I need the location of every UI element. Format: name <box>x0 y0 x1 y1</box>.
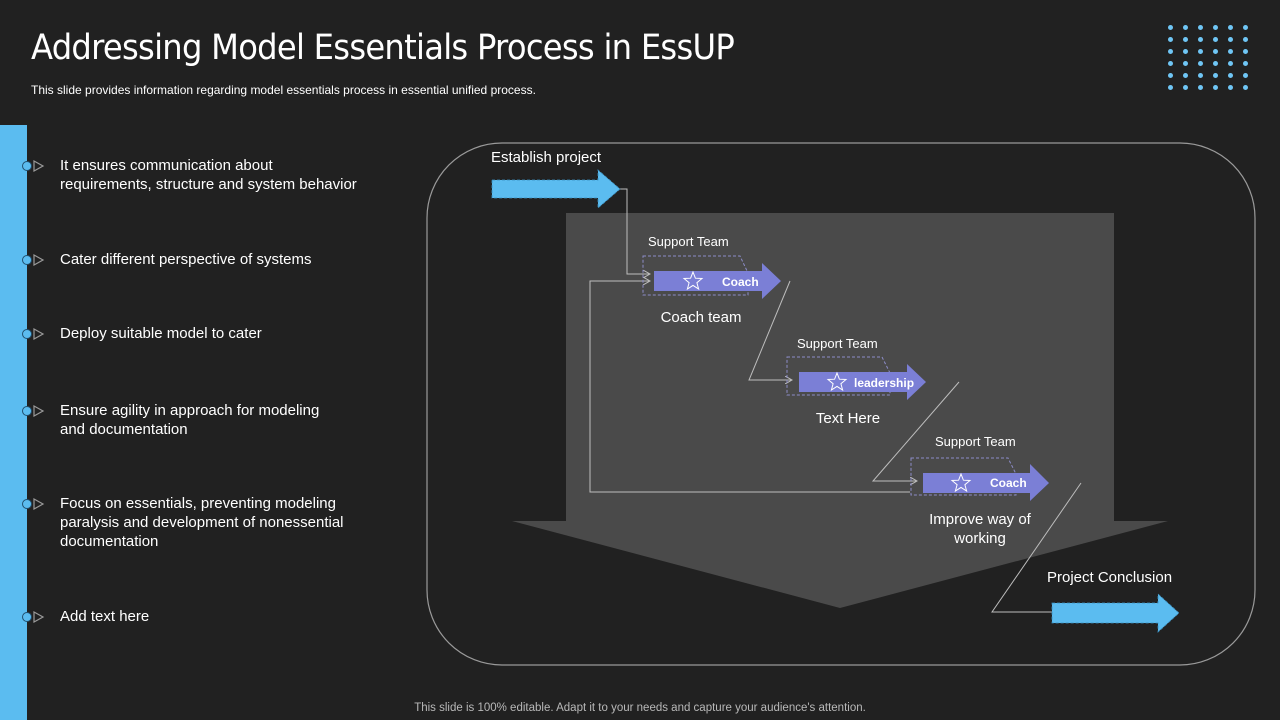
bullet-text: Focus on essentials, preventing modeling… <box>60 495 344 550</box>
step-team-label: Support Team <box>797 336 878 351</box>
grid-dot <box>1243 37 1248 42</box>
connector-line <box>991 482 1082 612</box>
start-arrow <box>491 169 621 209</box>
bullet-item: Focus on essentials, preventing modeling… <box>22 495 344 550</box>
step-team-label: Support Team <box>648 234 729 249</box>
grid-dot <box>1213 85 1218 90</box>
grid-dot <box>1168 61 1173 66</box>
grid-dot <box>1243 73 1248 78</box>
grid-dot <box>1228 85 1233 90</box>
bullet-item: Cater different perspective of systems <box>22 251 312 268</box>
grid-dot <box>1243 49 1248 54</box>
grid-dot <box>1198 61 1203 66</box>
slide-title: Addressing Model Essentials Process in E… <box>31 28 735 68</box>
grid-dot <box>1183 37 1188 42</box>
start-label: Establish project <box>491 149 602 166</box>
step-arrow-text: Coach <box>990 476 1027 490</box>
grid-dot <box>1243 85 1248 90</box>
grid-dot <box>1168 73 1173 78</box>
bullet-dot-icon <box>22 499 32 509</box>
grid-dot <box>1243 61 1248 66</box>
grid-dot <box>1213 49 1218 54</box>
grid-dot <box>1198 49 1203 54</box>
bullet-text: Cater different perspective of systems <box>60 251 312 268</box>
bullet-dot-icon <box>22 161 32 171</box>
step-caption: Coach team <box>660 309 742 326</box>
bullet-dot-icon <box>22 329 32 339</box>
bullet-triangle-icon <box>33 160 45 172</box>
step-caption: Text Here <box>815 410 881 427</box>
step-arrow <box>923 464 1049 501</box>
grid-dot <box>1183 85 1188 90</box>
connector-line <box>871 381 960 481</box>
grid-dot <box>1168 25 1173 30</box>
grid-dot <box>1213 73 1218 78</box>
grid-dot <box>1213 61 1218 66</box>
grid-dot <box>1168 37 1173 42</box>
end-arrow <box>1051 593 1180 633</box>
grid-dot <box>1228 73 1233 78</box>
connector-line <box>617 188 650 274</box>
bullet-triangle-icon <box>33 498 45 510</box>
step-team-label: Support Team <box>935 434 1016 449</box>
big-down-arrow <box>512 213 1168 608</box>
grid-dot <box>1243 25 1248 30</box>
grid-dot <box>1228 25 1233 30</box>
bullet-triangle-icon <box>33 328 45 340</box>
end-label: Project Conclusion <box>1047 569 1173 586</box>
bullet-dot-icon <box>22 255 32 265</box>
step-arrow <box>654 263 781 299</box>
grid-dot <box>1168 85 1173 90</box>
bullet-text: Add text here <box>60 608 150 625</box>
star-icon <box>826 371 848 392</box>
grid-dot <box>1183 49 1188 54</box>
decorative-dot-grid <box>1168 25 1258 97</box>
grid-dot <box>1183 61 1188 66</box>
outer-frame <box>426 142 1256 666</box>
left-accent-bar <box>0 125 27 720</box>
bullet-triangle-icon <box>33 611 45 623</box>
slide-subtitle: This slide provides information regardin… <box>31 83 536 97</box>
grid-dot <box>1228 61 1233 66</box>
bullet-dot-icon <box>22 612 32 622</box>
star-icon <box>682 270 704 291</box>
grid-dot <box>1228 37 1233 42</box>
grid-dot <box>1168 49 1173 54</box>
grid-dot <box>1228 49 1233 54</box>
star-icon <box>950 472 972 493</box>
connector-line <box>748 280 792 380</box>
step-arrow-text: Coach <box>722 275 759 289</box>
grid-dot <box>1183 25 1188 30</box>
feedback-loop-line <box>589 281 910 493</box>
grid-dot <box>1213 25 1218 30</box>
bullet-triangle-icon <box>33 254 45 266</box>
bullet-item: Add text here <box>22 608 149 625</box>
bullet-dot-icon <box>22 406 32 416</box>
grid-dot <box>1198 25 1203 30</box>
grid-dot <box>1198 73 1203 78</box>
grid-dot <box>1183 73 1188 78</box>
bullet-triangle-icon <box>33 405 45 417</box>
grid-dot <box>1198 85 1203 90</box>
bullet-item: Deploy suitable model to cater <box>22 325 262 342</box>
grid-dot <box>1213 37 1218 42</box>
step-arrow-text: leadership <box>854 376 915 390</box>
footer-note: This slide is 100% editable. Adapt it to… <box>414 702 866 714</box>
bullet-text: Deploy suitable model to cater <box>60 325 262 342</box>
grid-dot <box>1198 37 1203 42</box>
